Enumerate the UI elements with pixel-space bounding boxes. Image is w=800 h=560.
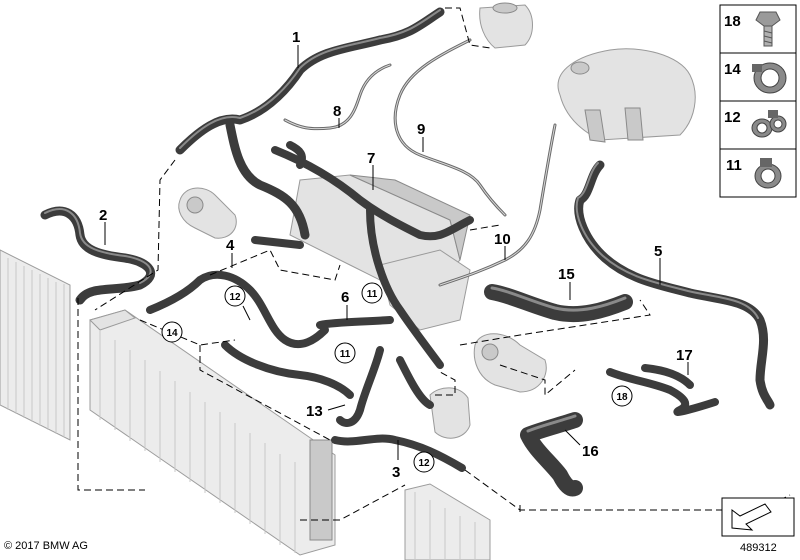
- hose-6: [316, 316, 394, 329]
- screw-icon: [755, 11, 781, 47]
- hose-3: [331, 434, 466, 472]
- hose-1: [175, 7, 445, 249]
- hose-15: [484, 284, 633, 323]
- hose-16: [520, 412, 583, 497]
- radiator-main: [89, 309, 336, 556]
- label-2: 2: [99, 207, 107, 224]
- svg-text:18: 18: [724, 13, 741, 30]
- circled-label-11-b: 11: [334, 342, 356, 364]
- copyright-notice: © 2017 BMW AG: [4, 540, 88, 552]
- image-number: 489312: [740, 542, 777, 554]
- label-15: 15: [558, 266, 575, 283]
- svg-text:12: 12: [724, 109, 741, 126]
- expansion-tank: [557, 48, 696, 143]
- circled-label-12-a: 12: [224, 285, 246, 307]
- label-4: 4: [226, 237, 235, 254]
- circled-label-12-b: 12: [413, 451, 435, 473]
- expansion-tank-small: [479, 2, 533, 49]
- label-1: 1: [292, 29, 300, 46]
- hose-lower-center: [336, 346, 434, 427]
- direction-indicator: [721, 497, 795, 537]
- parts-legend: 18 14 12: [719, 4, 797, 198]
- hose-5: [574, 160, 775, 410]
- auxiliary-pump: [429, 387, 471, 439]
- svg-text:11: 11: [340, 349, 351, 360]
- legend-item-12: 12: [724, 109, 787, 138]
- clip-icon: [754, 158, 782, 189]
- legend-item-18: 18: [724, 11, 781, 47]
- label-7: 7: [367, 150, 375, 167]
- legend-item-11: 11: [726, 157, 782, 189]
- circled-label-18: 18: [611, 385, 633, 407]
- svg-text:12: 12: [229, 292, 241, 303]
- label-9: 9: [417, 121, 425, 138]
- label-8: 8: [333, 103, 341, 120]
- hose-clamp-icon: [752, 62, 787, 94]
- thermostat-housing: [473, 333, 547, 393]
- hose-2: [40, 206, 156, 305]
- pipe-9: [393, 38, 507, 217]
- hose-7: [271, 141, 474, 369]
- circled-label-11-a: 11: [361, 282, 383, 304]
- circled-label-14: 14: [161, 321, 183, 343]
- svg-text:11: 11: [726, 157, 742, 174]
- label-16: 16: [582, 443, 599, 460]
- pipe-8: [283, 63, 392, 131]
- label-10: 10: [494, 231, 511, 248]
- svg-text:18: 18: [616, 392, 628, 403]
- svg-text:14: 14: [166, 328, 178, 339]
- dashed-lines: [77, 7, 791, 521]
- hose-4: [146, 270, 354, 399]
- label-17: 17: [676, 347, 693, 364]
- pipe-10: [438, 123, 557, 287]
- svg-text:11: 11: [367, 289, 378, 300]
- label-3: 3: [392, 464, 400, 481]
- svg-text:12: 12: [418, 458, 430, 469]
- radiator-auxiliary: [404, 483, 491, 560]
- label-13: 13: [306, 403, 323, 420]
- double-clip-icon: [751, 110, 787, 138]
- hose-17: [606, 364, 719, 416]
- direction-arrow-icon: [731, 503, 772, 531]
- water-pump-electric: [178, 187, 237, 239]
- svg-text:14: 14: [724, 61, 741, 78]
- leader-lines: [104, 45, 689, 460]
- intercooler: [289, 174, 471, 331]
- label-6: 6: [341, 289, 349, 306]
- radiator-left: [0, 249, 71, 441]
- legend-item-14: 14: [724, 61, 787, 94]
- label-5: 5: [654, 243, 662, 260]
